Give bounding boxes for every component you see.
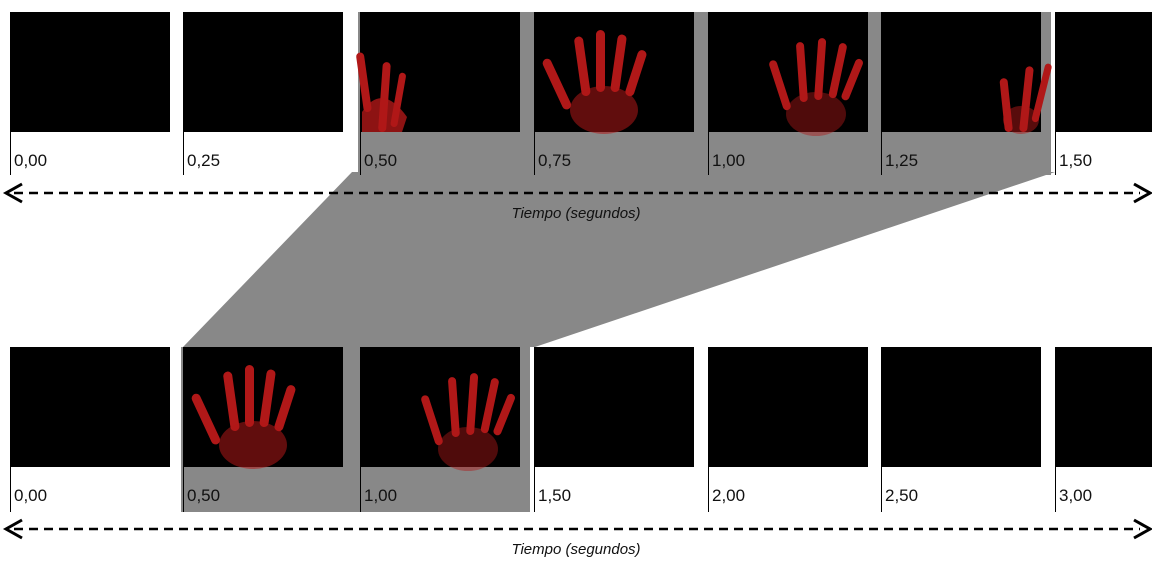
- hand-finger-mark: [274, 385, 296, 432]
- frame-time-label: 0,50: [364, 151, 398, 170]
- frame-time-label: 3,00: [1059, 486, 1093, 505]
- hand-palm-mark: [438, 427, 498, 471]
- frame-time-label: 0,00: [14, 151, 48, 170]
- hand-palm-mark: [570, 86, 638, 134]
- hand-finger-mark: [421, 395, 443, 446]
- frame-time-label: 1,50: [538, 486, 572, 505]
- frame-time-label: 1,50: [1059, 151, 1093, 170]
- video-frame: [1055, 12, 1152, 132]
- frame-time-label: 0,00: [14, 486, 48, 505]
- axis-arrow-left: [2, 182, 23, 204]
- axis-arrow-right: [1133, 182, 1152, 204]
- hand-finger-mark: [769, 60, 791, 111]
- hand-palm-mark: [786, 92, 846, 136]
- hand-finger-mark: [466, 373, 479, 436]
- bottom-frame-row: [10, 347, 1152, 512]
- hand-finger-mark: [574, 36, 591, 97]
- hand-finger-mark: [814, 38, 827, 101]
- axis-arrow-right: [1133, 518, 1152, 540]
- video-frame: [881, 347, 1041, 467]
- frame-time-label: 0,75: [538, 151, 572, 170]
- video-frame: [10, 12, 170, 132]
- hand-finger-mark: [596, 30, 605, 92]
- top-frame-row: [10, 12, 1152, 175]
- video-frame: [534, 347, 694, 467]
- hand-finger-mark: [259, 369, 276, 428]
- hand-finger-mark: [245, 365, 254, 427]
- frame-time-label: 2,00: [712, 486, 746, 505]
- frame-time-label: 2,50: [885, 486, 919, 505]
- time-axes: [2, 182, 1152, 540]
- hand-finger-mark: [625, 50, 647, 97]
- hand-palm-mark: [362, 98, 407, 132]
- video-frame: [183, 12, 343, 132]
- zoom-projection: [183, 172, 1055, 347]
- hand-finger-mark: [796, 42, 808, 103]
- frame-time-label: 0,50: [187, 486, 221, 505]
- hand-palm-mark: [219, 421, 287, 469]
- hand-finger-mark: [610, 34, 627, 93]
- video-frame: [1055, 347, 1152, 467]
- hand-finger-mark: [542, 58, 572, 110]
- top-axis-label: Tiempo (segundos): [511, 205, 641, 222]
- hand-finger-mark: [191, 393, 221, 445]
- video-frame: [708, 347, 868, 467]
- frame-time-label: 1,00: [364, 486, 398, 505]
- hand-palm-mark: [1003, 106, 1039, 134]
- hand-finger-mark: [223, 371, 240, 432]
- hand-finger-mark: [1031, 63, 1052, 123]
- hand-finger-mark: [480, 378, 499, 434]
- zoom-projection-shape: [183, 172, 1055, 347]
- hand-finger-mark: [828, 43, 847, 99]
- frame-time-label: 0,25: [187, 151, 221, 170]
- video-frame: [10, 347, 170, 467]
- hand-finger-mark: [841, 58, 863, 101]
- hand-finger-mark: [356, 52, 372, 113]
- axis-arrow-left: [2, 518, 23, 540]
- bottom-axis-label: Tiempo (segundos): [511, 541, 641, 558]
- frame-time-label: 1,25: [885, 151, 919, 170]
- frame-time-label: 1,00: [712, 151, 746, 170]
- hand-finger-mark: [493, 393, 515, 436]
- hand-finger-mark: [448, 377, 460, 438]
